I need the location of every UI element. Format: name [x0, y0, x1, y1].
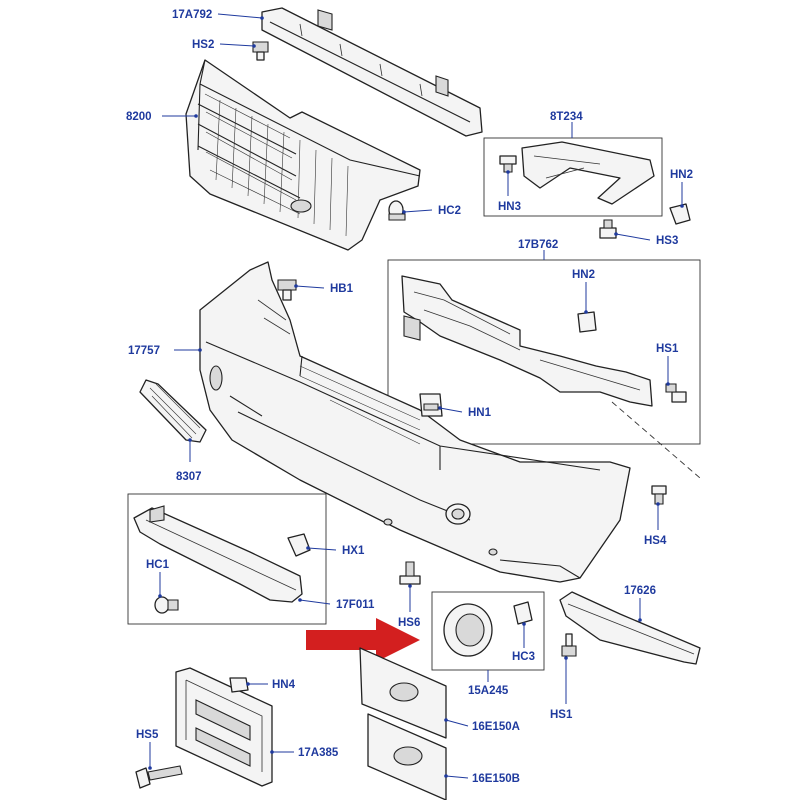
- number-plate-16E150B[interactable]: [367, 713, 447, 800]
- label-HS6: HS6: [398, 617, 420, 629]
- bumper-trim-17626[interactable]: [559, 591, 701, 665]
- label-HN2-lower: HN2: [572, 269, 595, 281]
- callout-labels: 17A792 HS2 8200 8T234 HN2 HN3 HS3 HC2 17…: [126, 9, 693, 785]
- bolt-HS1-upper[interactable]: [665, 383, 687, 403]
- label-15A245: 15A245: [468, 685, 509, 697]
- radiator-grille-8200[interactable]: [185, 59, 421, 251]
- label-16E150B: 16E150B: [472, 773, 520, 785]
- side-grille-8307[interactable]: [139, 379, 207, 443]
- label-17A385: 17A385: [298, 747, 339, 759]
- label-17B762: 17B762: [518, 239, 558, 251]
- label-8T234: 8T234: [550, 111, 583, 123]
- bolt-HS3[interactable]: [599, 219, 617, 239]
- bracket-17B762[interactable]: [401, 275, 653, 407]
- label-17A792: 17A792: [172, 9, 212, 21]
- front-bumper-17757[interactable]: [199, 261, 631, 583]
- label-8307: 8307: [176, 471, 202, 483]
- label-8200: 8200: [126, 111, 152, 123]
- label-HS2: HS2: [192, 39, 214, 51]
- label-HC1: HC1: [146, 559, 170, 571]
- leader-lines: [148, 13, 684, 779]
- clip-HC1[interactable]: [154, 596, 179, 614]
- upper-bar-17A792[interactable]: [261, 7, 483, 137]
- group-box-8T234: [483, 137, 663, 217]
- label-HS1-lower: HS1: [550, 709, 573, 721]
- oval-badge-icon: [389, 682, 419, 702]
- number-plate-16E150A[interactable]: [359, 647, 447, 739]
- bolt-HS1-lower[interactable]: [561, 633, 577, 657]
- trim-17F011[interactable]: [133, 505, 303, 603]
- bracket-8T234[interactable]: [521, 141, 655, 205]
- clip-HN2-lower[interactable]: [577, 311, 597, 333]
- label-HS3: HS3: [656, 235, 678, 247]
- bolt-HB1[interactable]: [277, 279, 297, 301]
- label-HS5: HS5: [136, 729, 159, 741]
- clip-HN2-upper[interactable]: [669, 203, 691, 225]
- plate-bracket-17A385[interactable]: [175, 667, 273, 787]
- clip-HC2[interactable]: [388, 200, 406, 221]
- clip-HN4[interactable]: [229, 677, 249, 693]
- red-arrow-icon: [306, 618, 420, 662]
- bolt-HS2[interactable]: [252, 41, 269, 61]
- label-HB1: HB1: [330, 283, 354, 295]
- fastener-HN3[interactable]: [499, 155, 517, 173]
- label-HN1: HN1: [468, 407, 492, 419]
- clip-HN1[interactable]: [419, 393, 443, 417]
- label-17626: 17626: [624, 585, 656, 597]
- bolt-HS5[interactable]: [135, 765, 183, 789]
- label-HN4: HN4: [272, 679, 296, 691]
- label-16E150A: 16E150A: [472, 721, 520, 733]
- label-HN3: HN3: [498, 201, 521, 213]
- bolt-HS4[interactable]: [651, 485, 667, 505]
- label-HC3: HC3: [512, 651, 535, 663]
- group-box-17F011: [127, 493, 327, 625]
- fog-lamp-bezel-15A245[interactable]: [443, 603, 493, 657]
- bolt-HS6[interactable]: [399, 561, 421, 585]
- label-HS1-upper: HS1: [656, 343, 679, 355]
- clip-HX1[interactable]: [287, 533, 311, 557]
- oval-badge-icon: [393, 746, 423, 766]
- label-HS4: HS4: [644, 535, 667, 547]
- clip-HC3[interactable]: [513, 601, 533, 625]
- label-HX1: HX1: [342, 545, 365, 557]
- label-17F011: 17F011: [336, 599, 375, 611]
- oval-badge-icon: [290, 199, 312, 213]
- label-17757: 17757: [128, 345, 160, 357]
- label-HN2-upper: HN2: [670, 169, 693, 181]
- label-HC2: HC2: [438, 205, 461, 217]
